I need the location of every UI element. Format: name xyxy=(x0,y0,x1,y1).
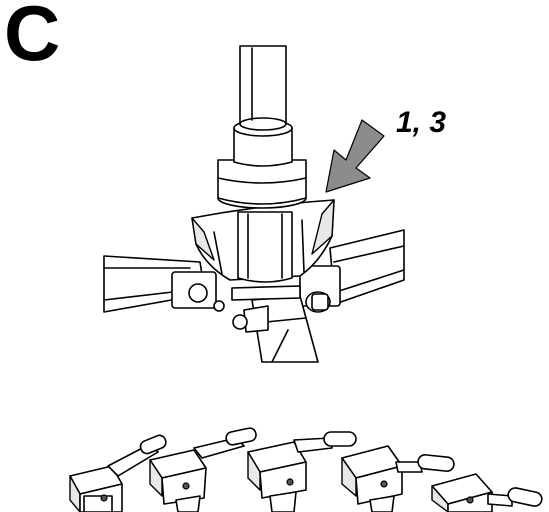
fluid-head-2 xyxy=(149,427,257,512)
center-column xyxy=(239,45,287,131)
fluid-heads-row xyxy=(69,427,543,512)
step-label: 1, 3 xyxy=(396,106,447,139)
fluid-head-4 xyxy=(341,445,455,512)
fluid-head-3 xyxy=(247,431,357,512)
press-arrow xyxy=(325,119,385,193)
left-leg xyxy=(103,255,225,313)
fluid-head-1 xyxy=(69,434,167,512)
fluid-head-5 xyxy=(431,473,543,512)
column-collar xyxy=(217,119,307,283)
section-letter: C xyxy=(4,0,61,77)
right-leg xyxy=(299,229,405,313)
